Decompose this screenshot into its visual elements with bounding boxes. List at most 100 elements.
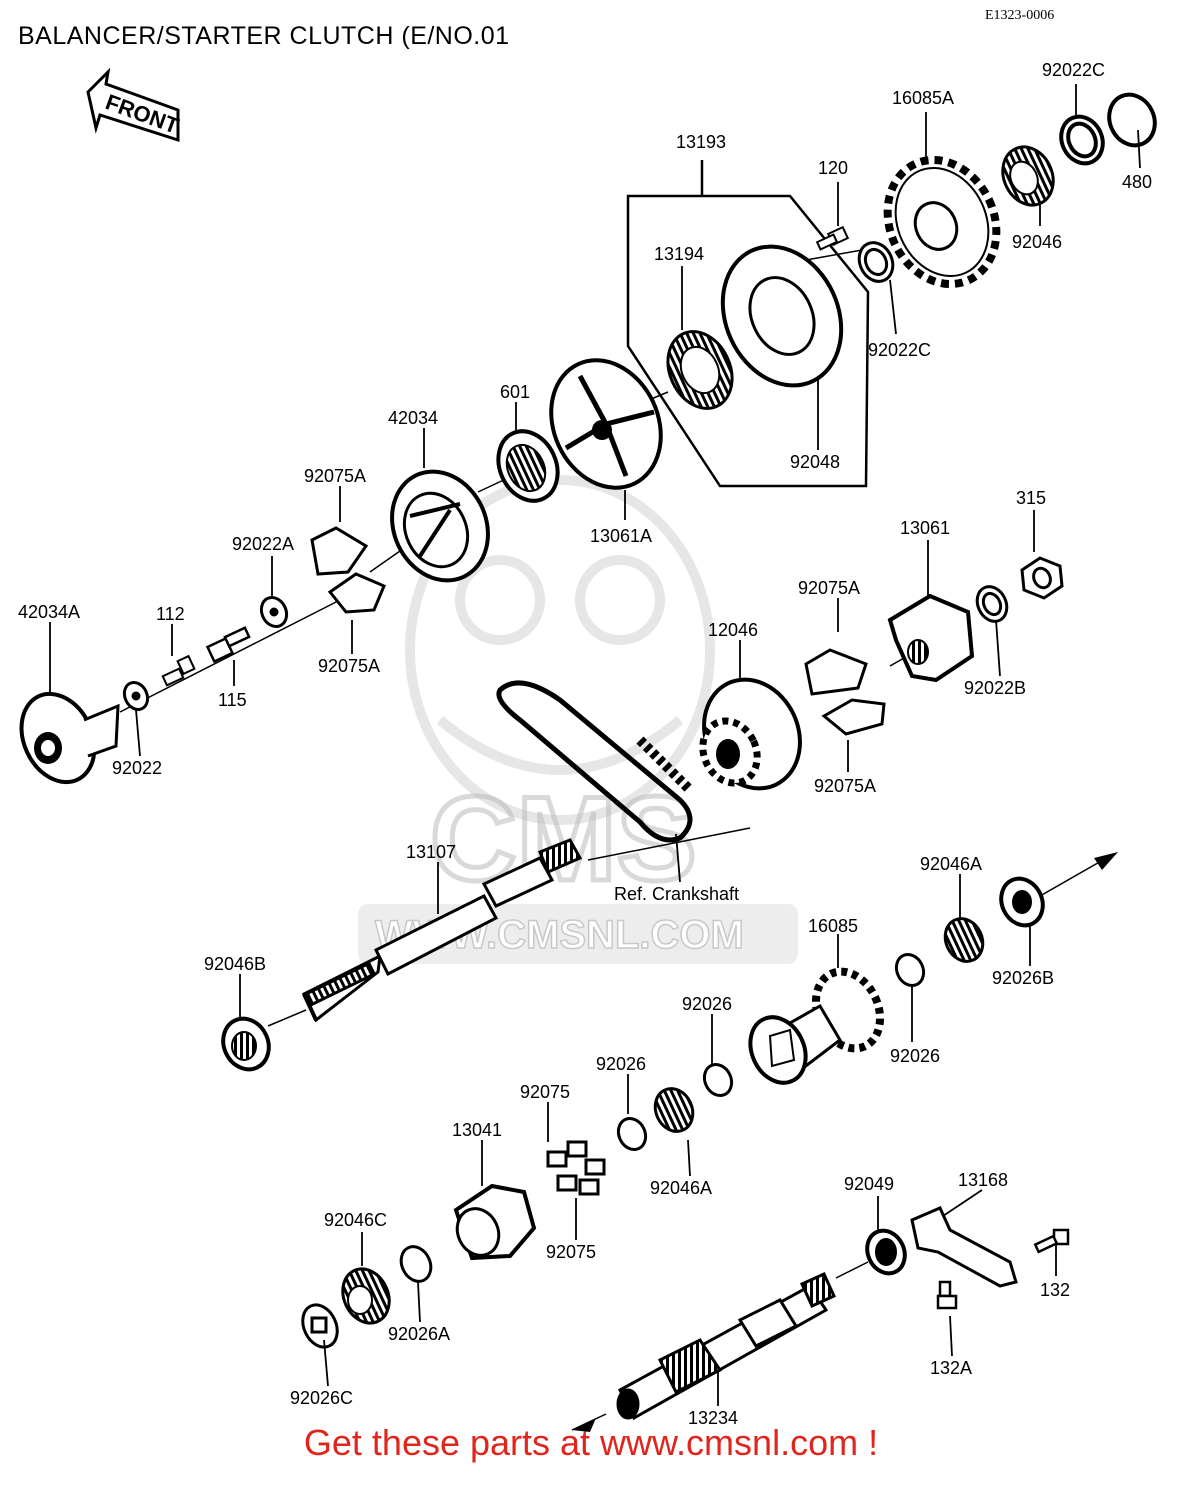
part-label-13234: 13234 <box>688 1408 738 1428</box>
part-label-92022C: 92022C <box>1042 60 1105 80</box>
part-label-13107: 13107 <box>406 842 456 862</box>
part-label-132: 132 <box>1040 1280 1070 1300</box>
seal-92026B <box>999 876 1045 928</box>
diagram-title: BALANCER/STARTER CLUTCH (E/NO.01 <box>18 22 510 50</box>
watermark-logo <box>405 475 715 825</box>
sprocket-16085A <box>883 155 1001 289</box>
needle-bearing-92046C <box>341 1267 391 1325</box>
part-label-601: 601 <box>500 382 530 402</box>
needle-bearing-92046A-center <box>653 1087 695 1133</box>
part-label-132A: 132A <box>930 1358 972 1378</box>
part-label-12046: 12046 <box>708 620 758 640</box>
leader-lines <box>49 84 1141 1406</box>
part-label-92026A: 92026A <box>388 1324 450 1344</box>
rubber-dampers-92075A-left <box>310 526 386 614</box>
hub-13061 <box>887 593 975 683</box>
part-label-92049: 92049 <box>844 1174 894 1194</box>
assembly-bracket-13193 <box>626 160 870 488</box>
part-label-13194: 13194 <box>654 244 704 264</box>
camshaft-13234 <box>616 1272 836 1421</box>
part-label-480: 480 <box>1122 172 1152 192</box>
bearing-92046B <box>221 1016 271 1072</box>
circlip-480 <box>1107 92 1157 148</box>
part-label-92075A: 92075A <box>304 466 366 486</box>
washer-92022C-mid <box>857 241 895 283</box>
part-label-92046C: 92046C <box>324 1210 387 1230</box>
screw-112 <box>161 654 196 687</box>
part-label-92022B: 92022B <box>964 678 1026 698</box>
washer-92022C-top <box>1059 114 1105 166</box>
axis-arrow-head <box>1094 852 1118 870</box>
ball-bearing-601 <box>496 429 560 503</box>
part-label-92026: 92026 <box>682 994 732 1014</box>
lever-13168 <box>910 1206 1018 1288</box>
bolt-132 <box>1033 1228 1070 1254</box>
coupling-13041 <box>453 1183 537 1261</box>
part-label-315: 315 <box>1016 488 1046 508</box>
washer-92026-upper <box>702 1062 734 1098</box>
part-label-13061: 13061 <box>900 518 950 538</box>
part-label-13193: 13193 <box>676 132 726 152</box>
part-label-42034: 42034 <box>388 408 438 428</box>
footer-link[interactable]: Get these parts at www.cmsnl.com ! <box>303 1422 879 1463</box>
drawing-code: E1323-0006 <box>985 8 1055 23</box>
front-arrow: FRONT <box>86 67 183 143</box>
washer-92026-right <box>894 952 926 988</box>
gear-16085 <box>748 967 885 1085</box>
part-label-92026: 92026 <box>596 1054 646 1074</box>
part-label-92022A: 92022A <box>232 534 294 554</box>
rubber-dampers-92075A-right <box>804 648 886 736</box>
part-label-120: 120 <box>818 158 848 178</box>
watermark-brand: CMS <box>430 772 697 906</box>
needle-bearing-92046A-right <box>943 917 985 963</box>
part-label-13041: 13041 <box>452 1120 502 1140</box>
one-way-clutch-13194 <box>666 330 734 410</box>
balancer-shaft-13107 <box>302 838 583 1023</box>
nut-315 <box>1020 556 1064 600</box>
part-label-92075: 92075 <box>520 1082 570 1102</box>
part-label-92022C: 92022C <box>868 340 931 360</box>
weight-42034A <box>19 691 120 785</box>
part-label-92046B: 92046B <box>204 954 266 974</box>
washer-92026C <box>301 1303 339 1349</box>
drive-chain <box>496 680 694 843</box>
reference-label: Ref. Crankshaft <box>614 884 739 904</box>
part-label-92026: 92026 <box>890 1046 940 1066</box>
part-labels: 13193 92022C 16085A 120 480 13194 92046 … <box>18 60 1152 1428</box>
axis-arrow-tail <box>572 1418 596 1432</box>
part-label-92075A: 92075A <box>798 578 860 598</box>
washer-92022A <box>259 595 289 629</box>
part-label-16085: 16085 <box>808 916 858 936</box>
part-label-92046A: 92046A <box>920 854 982 874</box>
part-label-92022: 92022 <box>112 758 162 778</box>
part-label-13168: 13168 <box>958 1170 1008 1190</box>
part-label-16085A: 16085A <box>892 88 954 108</box>
clutch-housing-92048 <box>720 244 844 388</box>
part-label-13061A: 13061A <box>590 526 652 546</box>
part-label-92046A: 92046A <box>650 1178 712 1198</box>
bolt-120 <box>815 225 850 251</box>
bolt-132A <box>936 1280 958 1310</box>
washer-92022B <box>975 585 1009 623</box>
part-label-42034A: 42034A <box>18 602 80 622</box>
washer-92026-lower <box>616 1116 648 1152</box>
part-label-92075: 92075 <box>546 1242 596 1262</box>
part-label-115: 115 <box>218 690 247 710</box>
part-label-92075A: 92075A <box>814 776 876 796</box>
part-label-92026B: 92026B <box>992 968 1054 988</box>
part-label-92026C: 92026C <box>290 1388 353 1408</box>
washer-92022 <box>122 680 150 712</box>
needle-bearing-92046-top <box>1001 145 1055 207</box>
washer-92026A <box>399 1245 433 1283</box>
part-label-92048: 92048 <box>790 452 840 472</box>
damper-gear-42034 <box>390 469 490 583</box>
damper-hub-13061A <box>549 358 663 490</box>
part-label-92046: 92046 <box>1012 232 1062 252</box>
sprocket-12046 <box>699 677 802 791</box>
part-label-92075A: 92075A <box>318 656 380 676</box>
rubber-dampers-92075 <box>546 1140 606 1196</box>
part-label-112: 112 <box>156 604 185 624</box>
bolt-115 <box>205 626 251 664</box>
seal-92049 <box>865 1228 907 1276</box>
